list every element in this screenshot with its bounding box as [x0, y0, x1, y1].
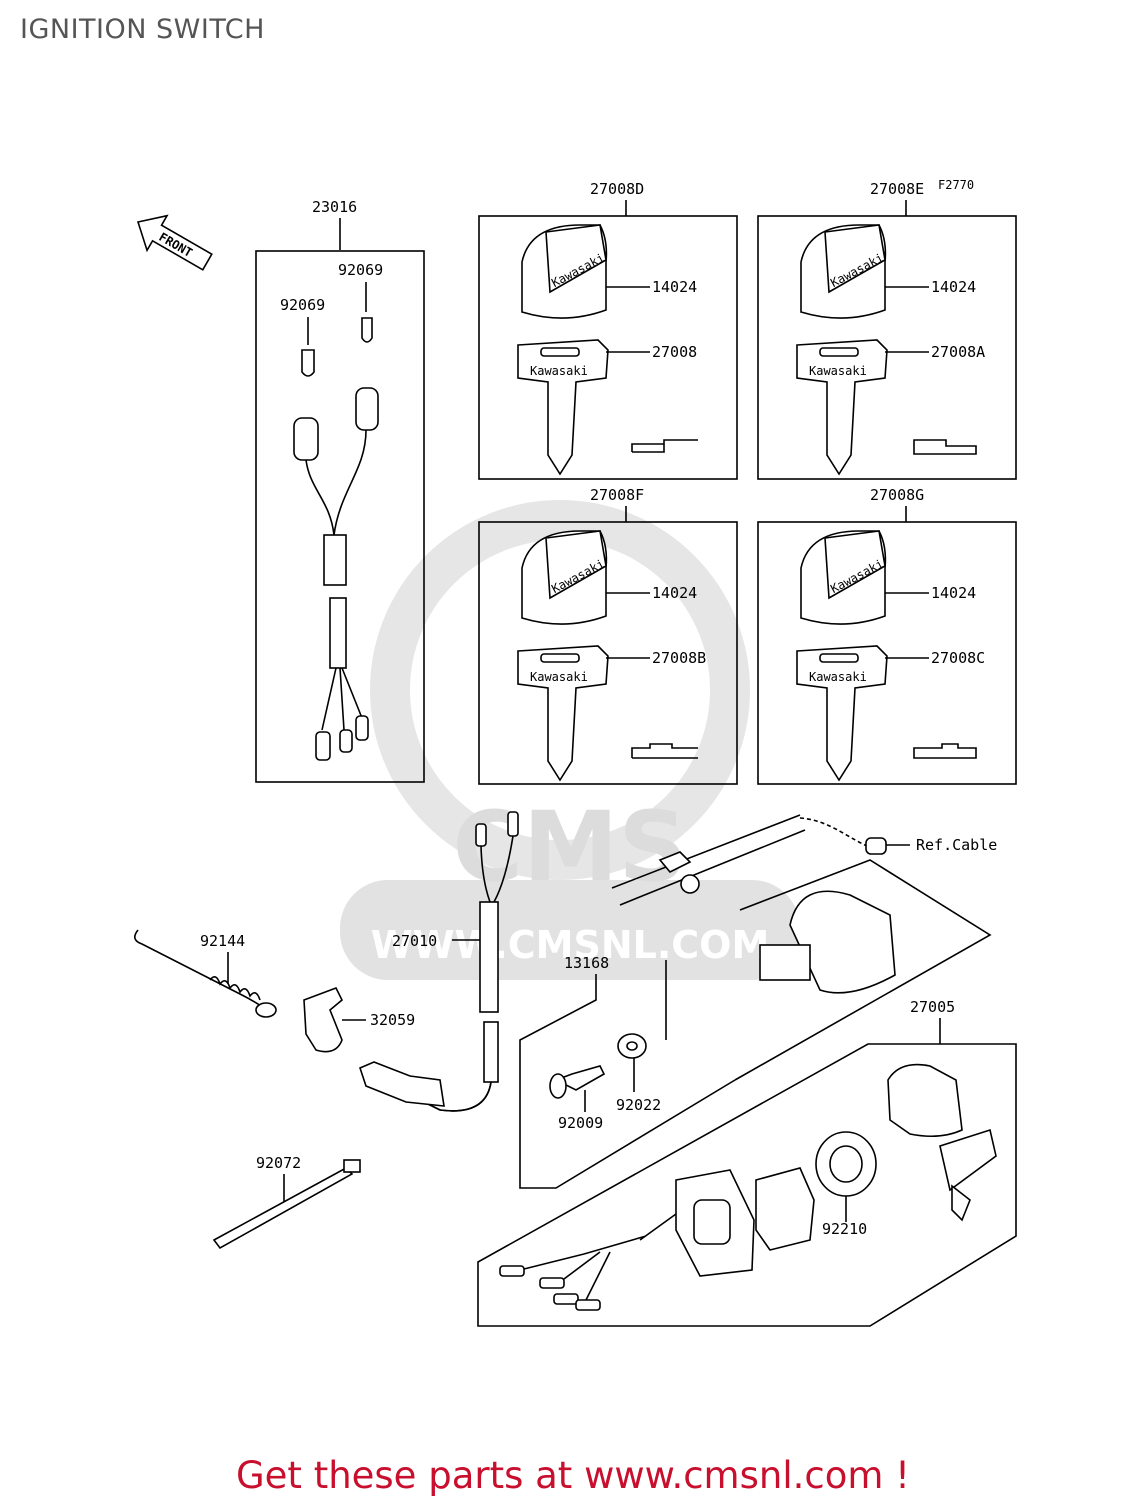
- spring-92144: 92144: [134, 929, 277, 1018]
- part-14024-label-a: 14024: [652, 278, 697, 296]
- part-27008F-label: 27008F: [590, 486, 644, 504]
- watermark: CMS WWW.CMSNL.COM: [340, 500, 800, 980]
- key-set-27008F: 27008F Kawasaki 14024 Kawasaki 27008B: [478, 486, 738, 785]
- key-brand-text-f2: Kawasaki: [530, 670, 588, 684]
- key-set-27008E: 27008E Kawasaki 14024 Kawasaki 27008A: [757, 180, 1017, 480]
- switch-27010: 27010: [359, 811, 519, 1112]
- watermark-brand: CMS: [452, 791, 687, 903]
- bulb-b: [301, 349, 315, 377]
- footer-link[interactable]: Get these parts at www.cmsnl.com !: [235, 1454, 910, 1497]
- part-92022-label: 92022: [616, 1096, 661, 1114]
- watermark-banner: [340, 880, 800, 980]
- part-92069-label-a: 92069: [338, 261, 383, 279]
- figure-code: F2770: [938, 178, 974, 192]
- part-13168-label: 13168: [564, 954, 609, 972]
- part-32059-label: 32059: [370, 1011, 415, 1029]
- ignition-switch-27005: 27005 92210: [477, 998, 1017, 1327]
- socket-b: [293, 417, 319, 461]
- part-14024-label-b: 14024: [931, 278, 976, 296]
- part-27008-label: 27008: [652, 343, 697, 361]
- part-14024-label-c: 14024: [652, 584, 697, 602]
- part-23016-label: 23016: [312, 198, 357, 216]
- part-27008G-label: 27008G: [870, 486, 924, 504]
- part-92210-label: 92210: [822, 1220, 867, 1238]
- part-27008E-label: 27008E: [870, 180, 924, 198]
- key-brand-text-e2: Kawasaki: [809, 364, 867, 378]
- part-27008B-label: 27008B: [652, 649, 706, 667]
- bulb-a: [361, 317, 373, 343]
- part-92009-label: 92009: [558, 1114, 603, 1132]
- harness-kit: 23016 92069 92069: [255, 198, 425, 783]
- part-92069-label-b: 92069: [280, 296, 325, 314]
- watermark-url: WWW.CMSNL.COM: [371, 923, 770, 967]
- part-14024-label-d: 14024: [931, 584, 976, 602]
- ref-cable-label: Ref.Cable: [916, 836, 997, 854]
- front-arrow: FRONT: [136, 214, 213, 271]
- clip-32059: 32059: [303, 986, 415, 1053]
- page-title: IGNITION SWITCH: [20, 14, 265, 45]
- key-set-27008D: 27008D Kawasaki 14024 Kawasaki 27008: [478, 180, 738, 480]
- socket-a: [355, 387, 379, 431]
- key-brand-text-g2: Kawasaki: [809, 670, 867, 684]
- part-27005-label: 27005: [910, 998, 955, 1016]
- switch-assembly: Ref.Cable 13168 92022 92009: [519, 814, 997, 1189]
- part-27008A-label: 27008A: [931, 343, 985, 361]
- key-set-27008G: 27008G Kawasaki 14024 Kawasaki 27008C: [757, 486, 1017, 785]
- part-92072-label: 92072: [256, 1154, 301, 1172]
- part-27008C-label: 27008C: [931, 649, 985, 667]
- key-brand-text-d2: Kawasaki: [530, 364, 588, 378]
- part-27010-label: 27010: [392, 932, 437, 950]
- part-92144-label: 92144: [200, 932, 245, 950]
- cable-tie-92072: 92072: [212, 1154, 361, 1250]
- parts-diagram: CMS WWW.CMSNL.COM FRONT F2770 23016 9206…: [134, 178, 1017, 1327]
- part-27008D-label: 27008D: [590, 180, 644, 198]
